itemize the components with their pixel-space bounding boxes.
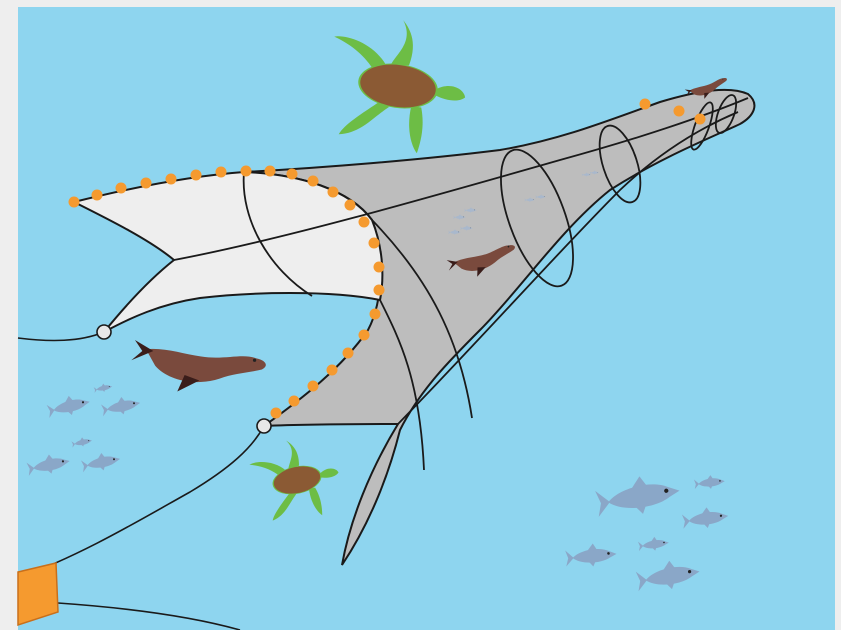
float xyxy=(368,237,380,249)
rope-ring xyxy=(256,418,272,434)
float xyxy=(358,329,370,341)
float xyxy=(68,196,80,208)
float xyxy=(215,166,227,178)
float xyxy=(342,347,354,359)
float xyxy=(327,186,339,198)
float xyxy=(240,165,252,177)
turtle-icon xyxy=(319,10,475,159)
net-hoop xyxy=(714,94,738,134)
float xyxy=(673,105,685,117)
floats xyxy=(68,98,706,419)
sea-turtles xyxy=(246,10,475,528)
net-hoop xyxy=(500,148,574,288)
float xyxy=(307,380,319,392)
net-hoop xyxy=(598,124,642,204)
float xyxy=(369,308,381,320)
float xyxy=(373,284,385,296)
float xyxy=(344,199,356,211)
float xyxy=(373,261,385,273)
float xyxy=(326,364,338,376)
float xyxy=(288,395,300,407)
float xyxy=(639,98,651,110)
float xyxy=(694,113,706,125)
rope-ring xyxy=(96,324,112,340)
float xyxy=(264,165,276,177)
float xyxy=(140,177,152,189)
tow-lines xyxy=(17,331,265,630)
float xyxy=(270,407,282,419)
trawl-door xyxy=(17,562,59,627)
float xyxy=(286,168,298,180)
float xyxy=(165,173,177,185)
float xyxy=(115,182,127,194)
net-seams xyxy=(173,94,749,471)
net-hoop xyxy=(690,101,714,151)
float xyxy=(190,169,202,181)
float xyxy=(307,175,319,187)
turtle-icon xyxy=(246,431,347,528)
float xyxy=(91,189,103,201)
float xyxy=(358,216,370,228)
